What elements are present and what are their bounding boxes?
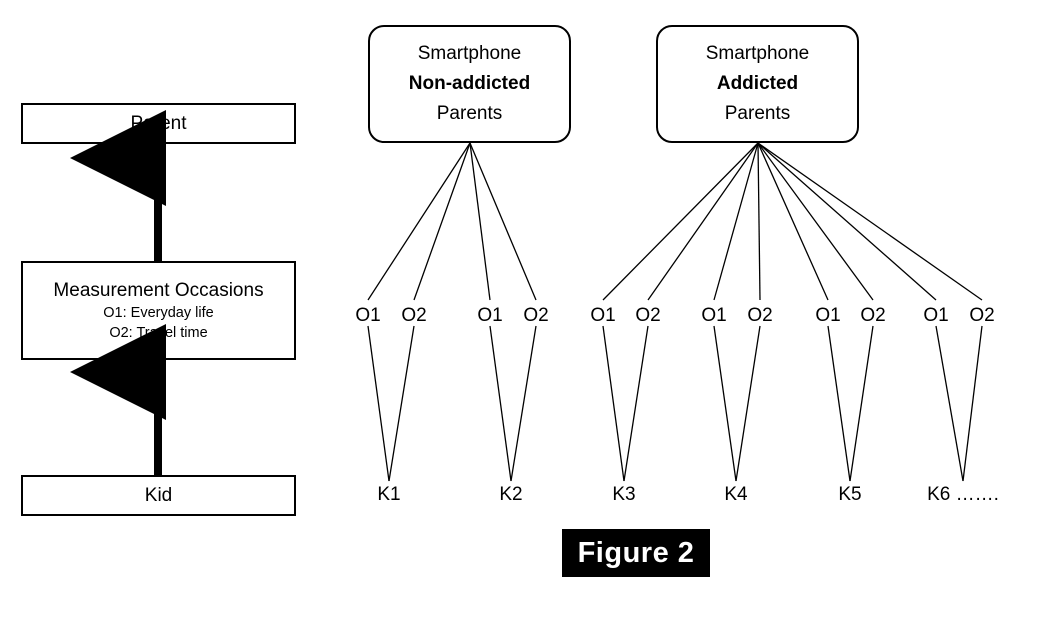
occasion-node-o1: O1 — [477, 305, 503, 326]
legend-box-measurement-title: Measurement Occasions — [53, 279, 264, 301]
edge-O1-to-K4 — [713, 325, 737, 482]
occasion-node-o2: O2 — [401, 305, 427, 326]
group-box-addicted: Smartphone Addicted Parents — [656, 25, 859, 143]
edge-O1-to-K6 — [935, 325, 964, 482]
legend-box-parent-title: Parent — [130, 112, 187, 134]
edge-addicted-to-K6-O1 — [757, 142, 937, 301]
kid-node-k2: K2 — [499, 484, 523, 505]
occasion-node-o1: O1 — [923, 305, 949, 326]
edge-addicted-to-K3-O2 — [647, 142, 759, 301]
occasion-node-o2: O2 — [747, 305, 773, 326]
edge-addicted-to-K5-O2 — [757, 142, 874, 301]
occasion-node-o2: O2 — [635, 305, 661, 326]
occasion-node-o1: O1 — [815, 305, 841, 326]
group-addicted-line-1: Smartphone — [705, 43, 810, 64]
tree-edge-group — [367, 142, 983, 482]
occasion-node-o2: O2 — [969, 305, 995, 326]
edge-O2-to-K1 — [388, 325, 415, 482]
legend-box-kid-title: Kid — [144, 484, 173, 506]
legend-box-kid: Kid — [21, 475, 296, 516]
edge-addicted-to-K4-O1 — [713, 142, 759, 301]
occasion-node-o2: O2 — [523, 305, 549, 326]
edge-non-addicted-to-K1-O1 — [367, 142, 471, 301]
edge-O1-to-K2 — [489, 325, 512, 482]
edge-O2-to-K5 — [849, 325, 874, 482]
legend-occasion-o1: O1: Everyday life — [103, 304, 214, 321]
legend-occasion-o2: O2: Travel time — [109, 324, 208, 341]
edge-non-addicted-to-K2-O2 — [469, 142, 537, 301]
legend-box-measurement-occasions: Measurement Occasions O1: Everyday life … — [21, 261, 296, 360]
occasion-node-o2: O2 — [860, 305, 886, 326]
group-box-non-addicted: Smartphone Non-addicted Parents — [368, 25, 571, 143]
figure-caption: Figure 2 — [562, 529, 710, 577]
edge-non-addicted-to-K1-O2 — [413, 142, 471, 301]
kid-node-k5: K5 — [838, 484, 862, 505]
edge-non-addicted-to-K2-O1 — [469, 142, 491, 301]
occasion-node-o1: O1 — [590, 305, 616, 326]
edge-O2-to-K6 — [962, 325, 983, 482]
edge-O2-to-K2 — [510, 325, 537, 482]
edge-O2-to-K3 — [623, 325, 649, 482]
occasion-node-o1: O1 — [355, 305, 381, 326]
edge-addicted-to-K5-O1 — [757, 142, 829, 301]
group-addicted-line-2: Addicted — [716, 73, 799, 94]
edge-O1-to-K5 — [827, 325, 851, 482]
legend-box-parent: Parent — [21, 103, 296, 144]
group-non-addicted-line-2: Non-addicted — [408, 73, 531, 94]
kid-node-k1: K1 — [377, 484, 401, 505]
group-non-addicted-line-3: Parents — [436, 103, 503, 124]
edge-addicted-to-K3-O1 — [602, 142, 759, 301]
group-non-addicted-line-1: Smartphone — [417, 43, 522, 64]
edge-addicted-to-K6-O2 — [757, 142, 983, 301]
kid-node-k3: K3 — [612, 484, 636, 505]
edge-O2-to-K4 — [735, 325, 761, 482]
kid-node-k4: K4 — [724, 484, 748, 505]
edge-O1-to-K1 — [367, 325, 390, 482]
occasion-node-o1: O1 — [701, 305, 727, 326]
group-addicted-line-3: Parents — [724, 103, 791, 124]
edge-O1-to-K3 — [602, 325, 625, 482]
kid-node-k6: K6 ……. — [927, 484, 999, 505]
edge-addicted-to-K4-O2 — [757, 142, 761, 301]
